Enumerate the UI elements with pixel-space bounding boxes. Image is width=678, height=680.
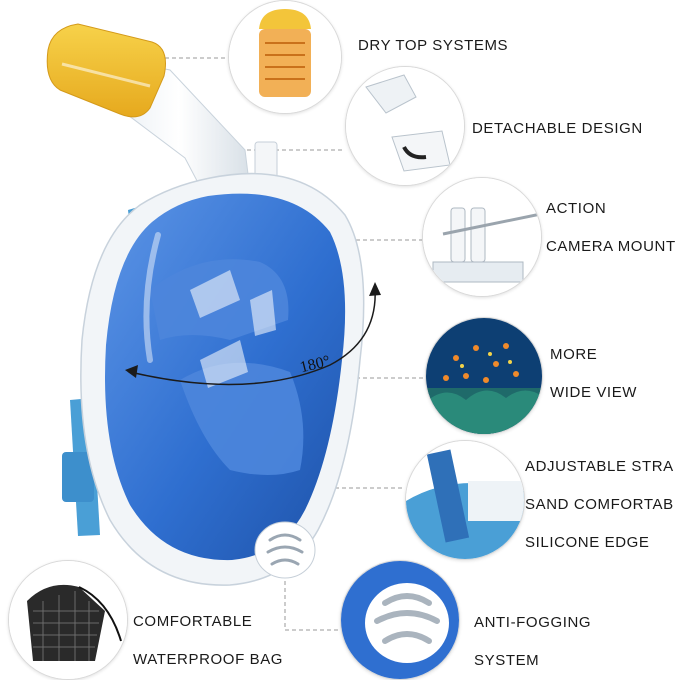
feature-strap-line2: SAND COMFORTAB [525,496,674,513]
feature-wide-line1: MORE [550,346,598,363]
feature-detachable: DETACHABLE DESIGN [472,120,643,137]
dry-top-detail-circle [228,0,342,114]
feature-action-line2: CAMERA MOUNT [546,238,676,255]
bag-detail-circle [8,560,128,680]
detachable-tube-icon [346,67,464,185]
feature-wide-line2: WIDE VIEW [550,384,638,401]
view-angle-arrow [129,287,376,386]
strap-detail-circle [405,440,525,560]
feature-bag-line1: COMFORTABLE [133,613,253,630]
feature-fog-line1: ANTI-FOGGING [474,614,592,631]
feature-dry-top: DRY TOP SYSTEMS [358,37,509,54]
detachable-detail-circle [345,66,465,186]
adjustable-strap-icon [406,441,524,559]
anti-fog-valve-icon [341,561,459,679]
feature-action-line1: ACTION [546,200,607,217]
feature-strap-line3: SILICONE EDGE [525,534,650,551]
dry-top-valve-icon [229,1,341,113]
feature-fog-line2: SYSTEM [474,652,540,669]
coral-reef-icon [426,318,542,434]
anti-fog-detail-circle [340,560,460,680]
dry-top-cap [46,23,166,118]
camera-mount-detail-circle [422,177,542,297]
mesh-bag-icon [9,561,127,679]
feature-strap-line1: ADJUSTABLE STRA [525,458,674,475]
camera-mount-icon [423,178,541,296]
feature-bag-line2: WATERPROOF BAG [133,651,284,668]
wide-view-detail-circle [425,317,543,435]
breathing-valve [254,521,316,579]
